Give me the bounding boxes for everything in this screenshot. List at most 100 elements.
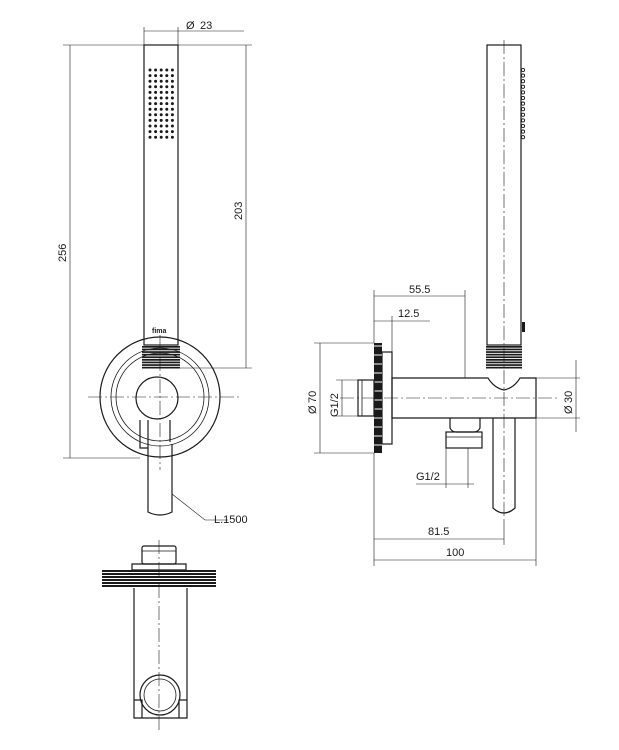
nozzle-dot — [159, 74, 163, 78]
dim-81-5-value: 81.5 — [428, 526, 449, 538]
thread-line — [142, 361, 180, 364]
thread-line — [142, 353, 180, 356]
nozzle-dot — [154, 113, 158, 117]
thread-line — [142, 359, 180, 361]
nozzle-dot — [154, 102, 158, 106]
side-nozzle-dot — [520, 101, 526, 106]
nozzle-dot — [154, 68, 158, 72]
nozzle-dot — [148, 85, 152, 89]
nozzle-dot — [170, 90, 174, 94]
dim-g12-bottom-value: G1/2 — [416, 471, 440, 483]
nozzle-dot — [154, 85, 158, 89]
nozzle-dot — [148, 90, 152, 94]
nozzle-dot — [165, 90, 169, 94]
nozzle-dot — [148, 113, 152, 117]
nozzle-dot — [170, 102, 174, 106]
nozzle-dot — [165, 130, 169, 134]
nozzle-dot — [159, 135, 163, 139]
top-holder-ring-outer — [139, 674, 181, 716]
nozzle-dot — [154, 130, 158, 134]
brand-mark: fima — [152, 328, 167, 335]
side-brand-stub — [522, 322, 525, 332]
nozzle-dot — [148, 124, 152, 128]
top-flange-line — [102, 582, 216, 584]
side-nozzle-dot — [520, 112, 526, 117]
side-nozzle-dot — [520, 90, 526, 95]
nozzle-dot — [154, 107, 158, 111]
nozzle-dot — [154, 124, 158, 128]
side-thread-line — [486, 366, 522, 369]
nozzle-dot — [170, 96, 174, 100]
top-view — [102, 540, 216, 730]
side-bottom-outlet — [449, 418, 481, 433]
nozzle-dot — [159, 107, 163, 111]
dim-g12-side-value: G1/2 — [329, 393, 341, 417]
dim-100-value: 100 — [446, 547, 464, 559]
side-nozzle-dot — [520, 95, 526, 101]
nozzle-dot — [154, 90, 158, 94]
side-view: 55.5 12.5 Ø 70 G1/2 Ø 30 G1/2 81.5 — [307, 40, 580, 566]
side-nozzle-dot — [520, 118, 526, 123]
holder-knob — [135, 376, 179, 420]
side-nozzles — [520, 67, 526, 140]
side-nozzle-dot — [520, 123, 526, 129]
side-main-body — [391, 377, 537, 419]
thread-line — [142, 364, 180, 366]
nozzle-dot — [159, 68, 163, 72]
nozzle-dot — [148, 96, 152, 100]
nozzle-dot — [170, 74, 174, 78]
dim-30-symbol: Ø — [563, 405, 575, 414]
dim-70-symbol: Ø — [307, 405, 319, 414]
dim-30-value: 30 — [563, 391, 575, 403]
dim-23-value: 23 — [200, 20, 212, 32]
nozzle-dot — [165, 74, 169, 78]
nozzle-dot — [159, 113, 163, 117]
nozzle-dot — [170, 79, 174, 83]
nozzle-dot — [165, 124, 169, 128]
side-nozzle-dot — [520, 107, 526, 112]
nozzle-dot — [154, 74, 158, 78]
nozzle-dot — [148, 102, 152, 106]
nozzle-dot — [159, 96, 163, 100]
thread-line — [142, 346, 180, 348]
side-nozzle-dot — [520, 135, 526, 140]
hose — [147, 444, 173, 516]
side-flange-grooves — [374, 345, 382, 446]
nozzle-dot — [148, 135, 152, 139]
nozzle-dot — [148, 79, 152, 83]
side-nozzle-dot — [520, 73, 526, 78]
nozzle-dot — [159, 102, 163, 106]
nozzle-dot — [165, 107, 169, 111]
nozzle-dot — [148, 130, 152, 134]
top-holder-clips — [134, 699, 187, 718]
side-nozzle-dot — [520, 129, 526, 134]
nozzle-dot — [159, 124, 163, 128]
top-flange-line — [102, 576, 216, 578]
nozzle-dot — [170, 85, 174, 89]
side-thread-line — [486, 346, 522, 348]
handle-body — [143, 44, 179, 346]
threaded-ring — [142, 346, 180, 369]
dim-23-symbol: Ø — [186, 20, 195, 32]
nozzle-dot — [159, 79, 163, 83]
nozzle-dot — [148, 74, 152, 78]
nozzle-dot — [170, 113, 174, 117]
holder-arm — [139, 420, 171, 449]
nozzle-dot — [165, 118, 169, 122]
nozzle-dot — [165, 135, 169, 139]
nozzle-dot — [148, 118, 152, 122]
side-nozzle-dot — [520, 79, 526, 84]
nozzle-dot — [165, 68, 169, 72]
nozzle-dot — [165, 102, 169, 106]
nozzle-dot — [159, 90, 163, 94]
thread-line — [142, 356, 180, 359]
side-bottom-nut — [445, 431, 483, 449]
nozzle-dot — [159, 85, 163, 89]
nozzle-dot — [148, 107, 152, 111]
side-nozzle-dot — [520, 84, 526, 89]
side-nozzle-dot — [520, 67, 526, 73]
nozzle-dot — [165, 79, 169, 83]
nozzle-dot — [165, 96, 169, 100]
dim-256-value: 256 — [57, 244, 69, 262]
